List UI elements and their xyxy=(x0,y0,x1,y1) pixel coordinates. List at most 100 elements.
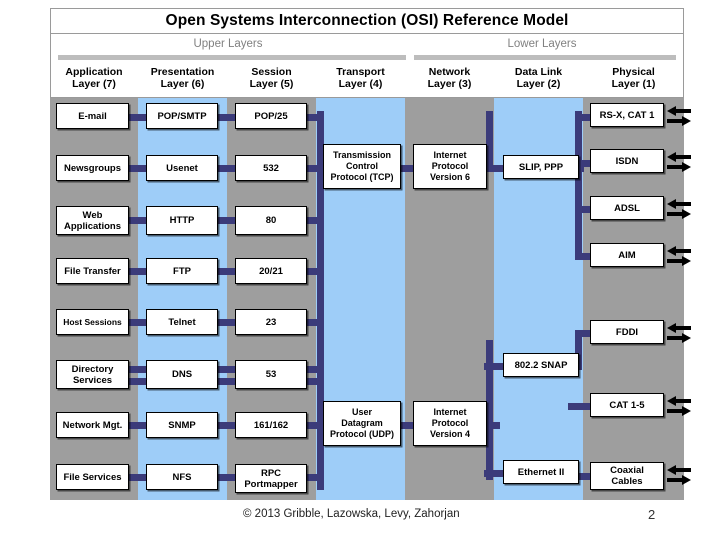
box-presentation-5[interactable]: DNS xyxy=(146,360,218,389)
slide-title-bar: Open Systems Interconnection (OSI) Refer… xyxy=(50,8,684,34)
box-session-5[interactable]: 53 xyxy=(235,360,307,389)
link-pres-sess xyxy=(211,474,243,481)
link-pres-sess xyxy=(211,114,243,121)
column-heading-transport: Transport Layer (4) xyxy=(316,66,405,90)
box-network-ipv4[interactable]: Internet Protocol Version 4 xyxy=(413,401,487,446)
box-physical-fddi[interactable]: FDDI xyxy=(590,320,664,344)
copyright-credit: © 2013 Gribble, Lazowska, Levy, Zahorjan xyxy=(243,508,460,520)
trunk-8022-fddi xyxy=(575,330,582,370)
page-title: Open Systems Interconnection (OSI) Refer… xyxy=(165,12,569,29)
link-app-pres xyxy=(128,319,154,326)
stub-session-udp xyxy=(300,422,324,429)
stub-session-udp xyxy=(300,474,324,481)
column-heading-line1: Network xyxy=(428,66,471,78)
stub-session-tcp xyxy=(300,217,324,224)
link-app-pres xyxy=(128,114,154,121)
trunk-ipv6 xyxy=(486,111,493,171)
box-physical-isdn[interactable]: ISDN xyxy=(590,149,664,173)
link-physical-isdn xyxy=(575,160,595,167)
box-application-1[interactable]: Newsgroups xyxy=(56,155,129,181)
box-presentation-4[interactable]: Telnet xyxy=(146,309,218,335)
box-presentation-7[interactable]: NFS xyxy=(146,464,218,490)
box-application-5[interactable]: Directory Services xyxy=(56,360,129,389)
link-ipv4-trunk xyxy=(486,422,500,429)
column-heading-physical: Physical Layer (1) xyxy=(583,66,684,90)
box-presentation-1[interactable]: Usenet xyxy=(146,155,218,181)
link-pres-sess xyxy=(211,378,243,385)
link-app-pres xyxy=(128,217,154,224)
box-application-6[interactable]: Network Mgt. xyxy=(56,412,129,438)
bidirectional-arrow-icon xyxy=(666,245,692,267)
link-pres-sess xyxy=(211,366,243,373)
column-heading-datalink: Data Link Layer (2) xyxy=(494,66,583,90)
box-session-7[interactable]: RPC Portmapper xyxy=(235,464,307,493)
box-physical-rs-x-cat-1[interactable]: RS-X, CAT 1 xyxy=(590,103,664,127)
page-number: 2 xyxy=(648,507,656,522)
box-application-3[interactable]: File Transfer xyxy=(56,258,129,284)
box-application-2[interactable]: Web Applications xyxy=(56,206,129,235)
bidirectional-arrow-icon xyxy=(666,322,692,344)
link-pres-sess xyxy=(211,217,243,224)
box-presentation-3[interactable]: FTP xyxy=(146,258,218,284)
link-pres-sess xyxy=(211,422,243,429)
slide-footer xyxy=(0,503,720,540)
box-session-4[interactable]: 23 xyxy=(235,309,307,335)
column-heading-line2: Layer (5) xyxy=(249,78,294,90)
box-session-1[interactable]: 532 xyxy=(235,155,307,181)
box-physical-cat-1-5[interactable]: CAT 1-5 xyxy=(590,393,664,417)
box-presentation-0[interactable]: POP/SMTP xyxy=(146,103,218,129)
column-heading-line1: Transport xyxy=(336,66,385,78)
box-session-2[interactable]: 80 xyxy=(235,206,307,235)
link-app-pres xyxy=(128,474,154,481)
group-caption-upper: Upper Layers xyxy=(193,38,263,50)
box-session-3[interactable]: 20/21 xyxy=(235,258,307,284)
column-heading-line2: Layer (7) xyxy=(72,78,116,90)
box-physical-adsl[interactable]: ADSL xyxy=(590,196,664,220)
link-app-pres xyxy=(128,165,154,172)
box-datalink-ethernet-ii[interactable]: Ethernet II xyxy=(503,460,579,484)
link-pres-sess xyxy=(211,268,243,275)
box-network-ipv6[interactable]: Internet Protocol Version 6 xyxy=(413,144,487,189)
stub-session-tcp xyxy=(300,319,324,326)
bidirectional-arrow-icon xyxy=(666,151,692,173)
stub-session-tcp xyxy=(300,268,324,275)
box-application-0[interactable]: E-mail xyxy=(56,103,129,129)
stub-session-tcp xyxy=(300,114,324,121)
column-heading-line2: Layer (2) xyxy=(516,78,561,90)
stub-session-tcp xyxy=(300,165,324,172)
bidirectional-arrow-icon xyxy=(666,395,692,417)
box-transport-udp[interactable]: User Datagram Protocol (UDP) xyxy=(323,401,401,446)
box-session-6[interactable]: 161/162 xyxy=(235,412,307,438)
box-application-7[interactable]: File Services xyxy=(56,464,129,490)
link-udp-ipv4 xyxy=(396,422,420,429)
link-physical-fddi xyxy=(575,330,595,337)
column-heading-network: Network Layer (3) xyxy=(405,66,494,90)
column-heading-application: Application Layer (7) xyxy=(50,66,138,90)
link-app-pres xyxy=(128,422,154,429)
stub-session-tcp xyxy=(300,366,324,373)
link-app-pres xyxy=(128,366,154,373)
link-pres-sess xyxy=(211,165,243,172)
bidirectional-arrow-icon xyxy=(666,105,692,127)
box-presentation-6[interactable]: SNMP xyxy=(146,412,218,438)
trunk-ipv4 xyxy=(486,340,493,480)
box-datalink-8022-snap[interactable]: 802.2 SNAP xyxy=(503,353,579,377)
column-heading-line1: Data Link xyxy=(514,66,563,78)
box-physical-aim[interactable]: AIM xyxy=(590,243,664,267)
bidirectional-arrow-icon xyxy=(666,198,692,220)
link-physical-adsl xyxy=(575,206,595,213)
box-session-0[interactable]: POP/25 xyxy=(235,103,307,129)
box-presentation-2[interactable]: HTTP xyxy=(146,206,218,235)
column-heading-presentation: Presentation Layer (6) xyxy=(138,66,227,90)
link-tcp-ipv6 xyxy=(396,165,420,172)
link-physical-rsx xyxy=(575,114,595,121)
stub-session-udp xyxy=(300,378,324,385)
group-caption-lower: Lower Layers xyxy=(507,38,577,50)
box-application-4[interactable]: Host Sessions xyxy=(56,309,129,335)
trunk-slip-physical xyxy=(575,111,582,259)
column-heading-line2: Layer (1) xyxy=(611,78,656,90)
box-datalink-slip-ppp[interactable]: SLIP, PPP xyxy=(503,155,579,179)
box-physical-coaxial-cables[interactable]: Coaxial Cables xyxy=(590,462,664,490)
bidirectional-arrow-icon xyxy=(666,464,692,486)
box-transport-tcp[interactable]: Transmission Control Protocol (TCP) xyxy=(323,144,401,189)
